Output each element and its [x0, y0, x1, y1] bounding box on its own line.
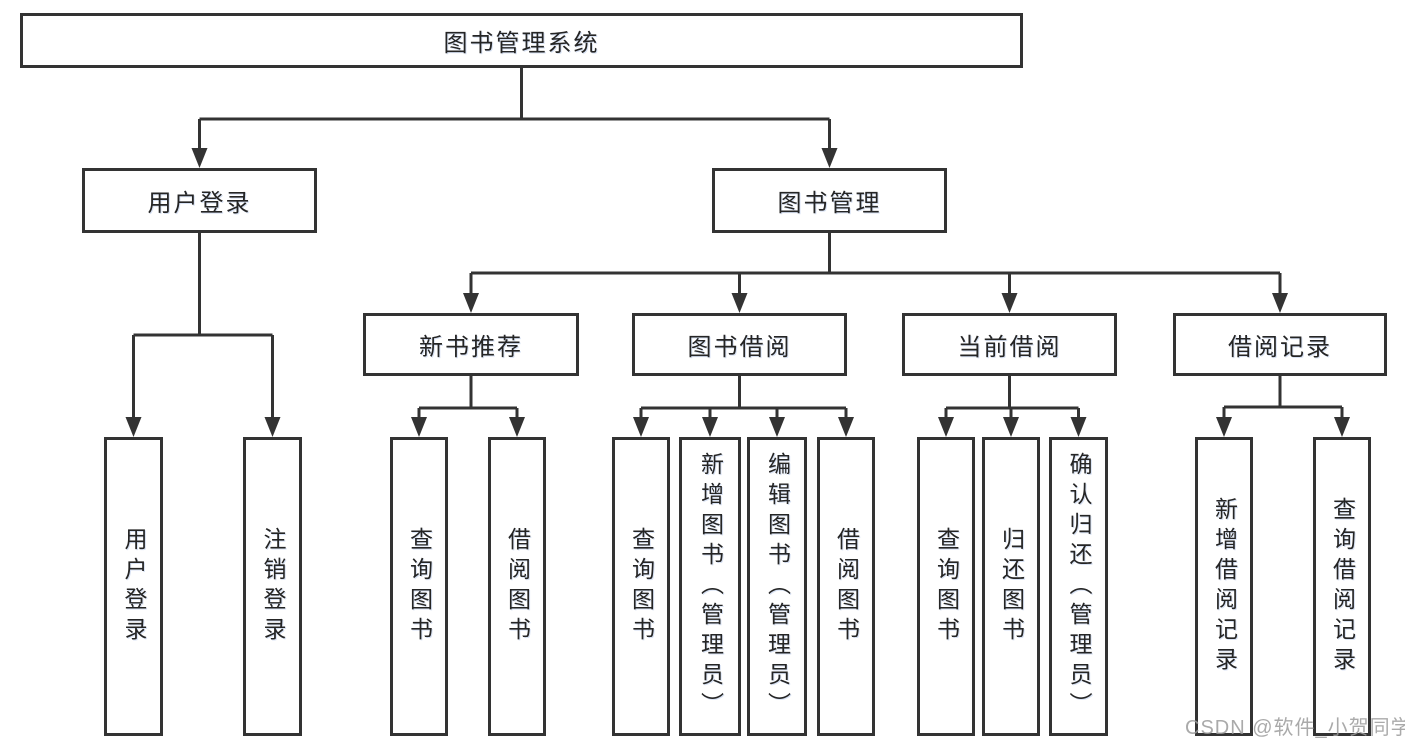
node-root-label: 图书管理系统 [443, 30, 600, 57]
node-user-login-label: 用户登录 [147, 190, 252, 217]
leaf-current-confirm: 确认归还（管理员） [1049, 437, 1108, 736]
node-book-mgmt-label: 图书管理 [777, 190, 882, 217]
node-book-mgmt: 图书管理 [712, 168, 947, 233]
leaf-newbooks-borrow: 借阅图书 [488, 437, 546, 736]
node-current-borrow: 当前借阅 [902, 313, 1117, 376]
leaf-borrow-edit-label: 编辑图书（管理员） [764, 451, 791, 722]
csdn-watermark: CSDN @软件_小贺同学 [1185, 717, 1405, 739]
leaf-borrow-add-label: 新增图书（管理员） [697, 451, 724, 722]
leaf-newbooks-query-label: 查询图书 [406, 526, 433, 647]
node-new-books: 新书推荐 [363, 313, 579, 376]
node-book-borrow-label: 图书借阅 [687, 334, 792, 361]
leaf-newbooks-query: 查询图书 [390, 437, 448, 736]
leaf-records-add: 新增借阅记录 [1195, 437, 1253, 736]
leaf-current-return-label: 归还图书 [998, 526, 1025, 647]
leaf-current-query: 查询图书 [917, 437, 975, 736]
leaf-logout: 注销登录 [243, 437, 302, 736]
connector-book-borrow-to-children [633, 376, 854, 437]
connector-user-login-to-children [125, 233, 281, 437]
leaf-records-query: 查询借阅记录 [1313, 437, 1371, 736]
leaf-user-login-label: 用户登录 [121, 526, 147, 647]
connector-book-mgmt-to-sections [463, 233, 1288, 313]
connector-current-borrow-to-children [938, 376, 1087, 437]
leaf-borrow-borrow-label: 借阅图书 [833, 526, 860, 647]
leaf-borrow-edit: 编辑图书（管理员） [747, 437, 807, 736]
leaf-borrow-query-label: 查询图书 [628, 526, 655, 647]
leaf-current-query-label: 查询图书 [933, 526, 960, 647]
leaf-logout-label: 注销登录 [260, 526, 286, 647]
connector-new-books-to-children [411, 376, 525, 437]
leaf-current-return: 归还图书 [982, 437, 1040, 736]
node-borrow-records: 借阅记录 [1173, 313, 1387, 376]
leaf-records-add-label: 新增借阅记录 [1211, 496, 1238, 677]
node-user-login: 用户登录 [82, 168, 317, 233]
node-current-borrow-label: 当前借阅 [957, 334, 1062, 361]
connector-borrow-records-to-children [1216, 376, 1350, 437]
leaf-borrow-borrow: 借阅图书 [817, 437, 875, 736]
node-new-books-label: 新书推荐 [419, 334, 523, 361]
leaf-newbooks-borrow-label: 借阅图书 [504, 526, 531, 647]
leaf-user-login: 用户登录 [104, 437, 163, 736]
connector-root-to-level2 [191, 68, 838, 168]
leaf-current-confirm-label: 确认归还（管理员） [1066, 451, 1092, 722]
node-root: 图书管理系统 [20, 13, 1023, 68]
leaf-borrow-query: 查询图书 [612, 437, 670, 736]
node-book-borrow: 图书借阅 [632, 313, 847, 376]
leaf-records-query-label: 查询借阅记录 [1329, 496, 1356, 677]
leaf-borrow-add: 新增图书（管理员） [679, 437, 741, 736]
node-borrow-records-label: 借阅记录 [1228, 334, 1332, 361]
